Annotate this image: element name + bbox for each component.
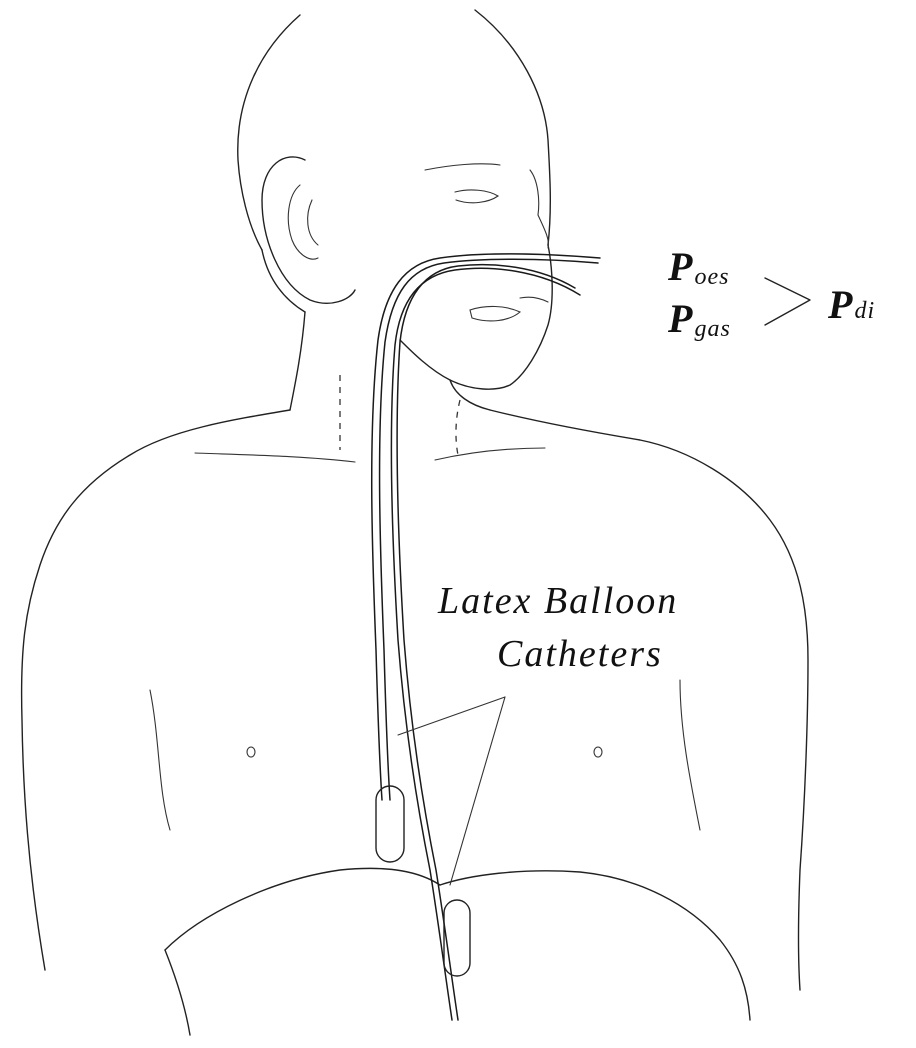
pgas-label: Pgas	[667, 296, 731, 342]
poes-label: Poes	[667, 244, 729, 290]
right-nipple	[594, 747, 602, 757]
catheter-label: Latex Balloon Catheters	[437, 580, 678, 675]
torso-outline	[22, 410, 808, 1035]
gastric-balloon	[444, 900, 470, 976]
ear	[262, 157, 355, 303]
nipples	[247, 747, 602, 757]
catheter-label-line1: Latex Balloon	[437, 580, 678, 622]
pressure-labels: Poes Pgas Pdi	[667, 244, 875, 342]
neck	[195, 312, 545, 462]
pdi-label: Pdi	[827, 282, 875, 327]
face-features	[425, 164, 548, 321]
head-outline	[238, 10, 552, 389]
catheter-label-line2: Catheters	[497, 633, 663, 675]
left-nipple	[247, 747, 255, 757]
combine-chevron	[765, 278, 810, 325]
label-leader-lines	[398, 697, 505, 885]
